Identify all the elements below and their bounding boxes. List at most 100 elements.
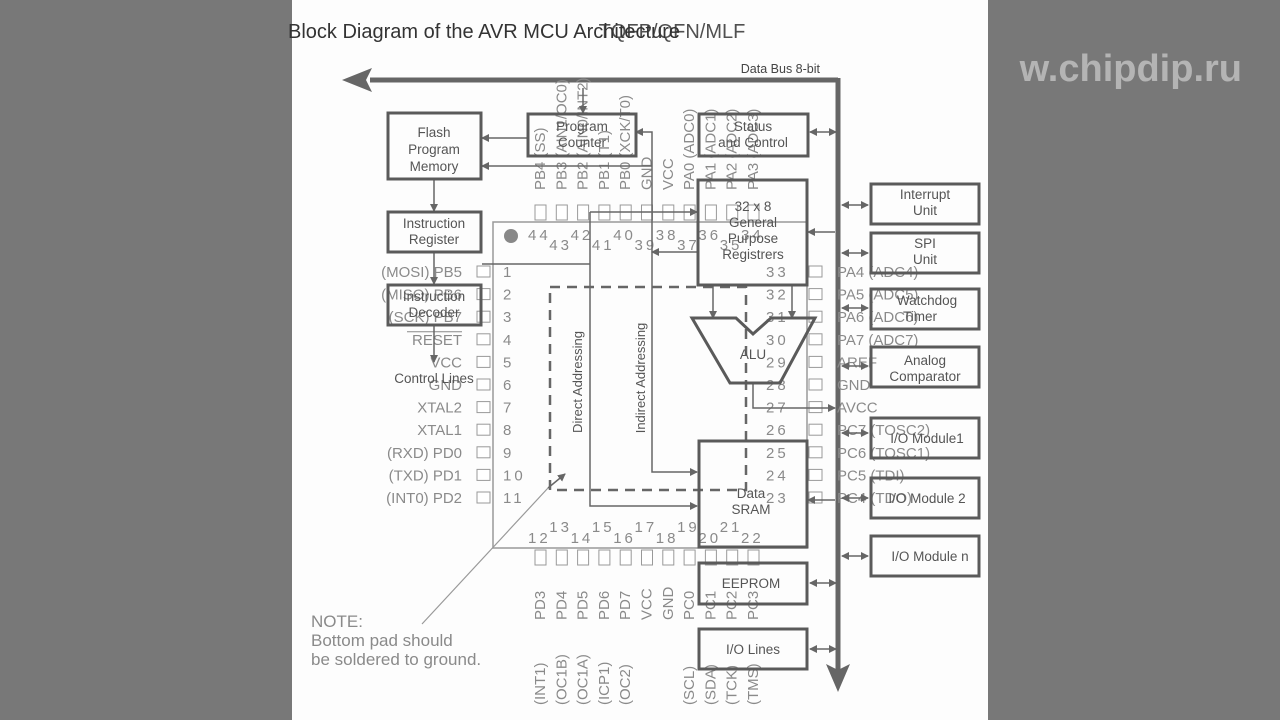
watermark-text: w.chipdip.ru bbox=[1019, 48, 1242, 90]
pin-number: 1 bbox=[503, 264, 514, 281]
pin-number: 10 bbox=[503, 467, 526, 484]
io-module-1-block: I/O Module1 bbox=[869, 416, 981, 460]
pin-pad bbox=[662, 549, 675, 566]
svg-text:SPI: SPI bbox=[914, 236, 936, 251]
control-lines-label: Control Lines bbox=[394, 371, 474, 386]
pin-name: PD4 bbox=[553, 591, 570, 620]
pin-15: PD6(ICP1)15 bbox=[592, 519, 615, 705]
pin-number: 34 bbox=[741, 227, 764, 244]
pin-14: PD5(OC1A)14 bbox=[571, 530, 594, 705]
pin-function: (INT1) bbox=[532, 663, 549, 706]
direct-addressing-label: Direct Addressing bbox=[570, 331, 585, 433]
svg-text:I/O Lines: I/O Lines bbox=[726, 642, 780, 657]
pin-44: PB4 (SS)44 bbox=[528, 127, 549, 244]
svg-text:ALU: ALU bbox=[740, 347, 766, 362]
pin-number: 14 bbox=[571, 530, 594, 547]
pin-number: 40 bbox=[613, 227, 636, 244]
pin-function: (TCK) bbox=[724, 665, 741, 705]
pin-number: 28 bbox=[766, 377, 789, 394]
pin-pad bbox=[704, 204, 717, 221]
watermark: w.chipdip.ru bbox=[988, 48, 1280, 98]
pin-number: 41 bbox=[592, 237, 615, 254]
svg-text:Decoder: Decoder bbox=[408, 305, 460, 320]
pin-pad bbox=[683, 549, 696, 566]
pin-number: 37 bbox=[677, 237, 700, 254]
pin-function: (OC2) bbox=[617, 664, 634, 705]
pin-number: 17 bbox=[635, 519, 658, 536]
svg-text:General: General bbox=[729, 215, 777, 230]
svg-text:Counter: Counter bbox=[558, 135, 607, 150]
pin-pad bbox=[808, 355, 823, 368]
pin-function: (SCL) bbox=[681, 666, 698, 705]
pin-function: (OC1B) bbox=[553, 654, 570, 705]
instruction-register-block: Instruction Register bbox=[386, 210, 483, 254]
svg-text:Watchdog: Watchdog bbox=[897, 293, 957, 308]
pin-name: XTAL1 bbox=[417, 422, 462, 439]
svg-text:Interrupt: Interrupt bbox=[900, 187, 951, 202]
pin-pad bbox=[534, 204, 547, 221]
pin-pad bbox=[476, 355, 491, 368]
pin-name: PD6 bbox=[596, 591, 613, 620]
pin-number: 36 bbox=[698, 227, 721, 244]
pin-number: 23 bbox=[766, 490, 789, 507]
pin-number: 15 bbox=[592, 519, 615, 536]
svg-text:Flash: Flash bbox=[417, 125, 450, 140]
pin-35: PA2 (ADC2)35 bbox=[720, 109, 741, 254]
pin-number: 19 bbox=[677, 519, 700, 536]
status-and-control-block: Status and Control bbox=[697, 112, 810, 158]
pin-16: PD7(OC2)16 bbox=[613, 530, 634, 705]
pins-bottom: PD3(INT1)12PD4(OC1B)13PD5(OC1A)14PD6(ICP… bbox=[528, 519, 762, 706]
pin-name: VCC bbox=[430, 354, 462, 371]
addressing-region bbox=[548, 285, 748, 492]
pin-number: 7 bbox=[503, 400, 514, 417]
connections bbox=[421, 88, 869, 653]
pin-pad bbox=[476, 288, 491, 301]
pin-pad bbox=[476, 333, 491, 346]
pin-pad bbox=[476, 265, 491, 278]
pin-number: 21 bbox=[720, 519, 743, 536]
pin-name: (MISO) PB6 bbox=[381, 287, 462, 304]
svg-text:I/O Module n: I/O Module n bbox=[891, 549, 968, 564]
pin-number: 12 bbox=[528, 530, 551, 547]
pin-pad bbox=[726, 549, 739, 566]
pin-43: PB3 (AIN1/OC0)43 bbox=[549, 79, 570, 254]
svg-text:be soldered to ground.: be soldered to ground. bbox=[311, 650, 481, 669]
pin-name: RESET bbox=[412, 332, 462, 349]
pin-pad bbox=[704, 549, 717, 566]
svg-text:Registrers: Registrers bbox=[722, 247, 784, 262]
svg-text:Memory: Memory bbox=[410, 159, 459, 174]
pin-name: GND bbox=[660, 587, 677, 621]
svg-text:Purpose: Purpose bbox=[728, 231, 778, 246]
svg-text:Program: Program bbox=[408, 142, 460, 157]
pin-name: GND bbox=[837, 377, 871, 394]
pin-number: 3 bbox=[503, 309, 514, 326]
svg-text:Bottom pad should: Bottom pad should bbox=[311, 631, 453, 650]
pin-function: (TMS) bbox=[745, 663, 762, 705]
pin-17: VCC 17 bbox=[635, 519, 658, 620]
eeprom-block: EEPROM bbox=[697, 561, 809, 606]
pin-pad bbox=[808, 468, 823, 481]
pin-name: PA7 (ADC7) bbox=[837, 332, 918, 349]
pin-name: PB4 (SS) bbox=[532, 127, 549, 190]
svg-text:Data: Data bbox=[737, 486, 766, 501]
pin-pad bbox=[534, 549, 547, 566]
general-purpose-registers-block: 32 x 8 General Purpose Registrers bbox=[696, 178, 809, 287]
pin-pad bbox=[808, 333, 823, 346]
pin-name: VCC bbox=[639, 588, 656, 620]
pin-pad bbox=[747, 549, 760, 566]
pin-pad bbox=[808, 265, 823, 278]
pin-name: (INT0) PD2 bbox=[386, 490, 462, 507]
pin-number: 6 bbox=[503, 377, 514, 394]
pin-number: 26 bbox=[766, 422, 789, 439]
pin-37: PA0 (ADC0)37 bbox=[677, 109, 700, 254]
